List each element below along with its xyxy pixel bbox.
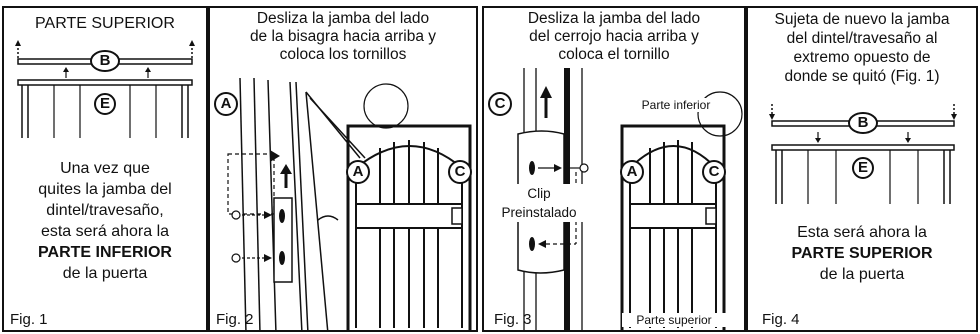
label-b: B [857,114,869,131]
panel-fig-4: Sujeta de nuevo la jamba del dintel/trav… [746,6,978,332]
title-line-1: Desliza la jamba del lado [256,10,430,27]
label-c: C [494,95,506,112]
body-line-2: quites la jamba del [38,181,172,198]
panel-fig-3: Desliza la jamba del lado del cerrojo ha… [482,6,746,332]
panel-3-title: Desliza la jamba del lado del cerrojo ha… [484,10,744,64]
label-a-door: A [352,163,364,180]
label-b: B [99,52,111,69]
fig-label-1: Fig. 1 [10,311,48,328]
fig-label-4: Fig. 4 [762,311,800,328]
panel-2-title: Desliza la jamba del lado de la bisagra … [210,10,476,64]
panel-4-body: Esta será ahora la PARTE SUPERIOR de la … [748,222,976,285]
label-c-door: C [708,163,720,180]
label-c-door: C [454,163,466,180]
title-line-3: extremo opuesto de [793,49,931,66]
label-a: A [220,95,232,112]
label-e: E [99,95,110,112]
panel-fig-2: Desliza la jamba del lado de la bisagra … [208,6,478,332]
header-rail-diagram [15,40,195,138]
body-line-4: esta será ahora la [40,223,170,240]
parte-inferior-label: Parte inferior [628,98,724,112]
parte-superior-label: Parte superior [622,313,726,327]
panel-fig-1: PARTE SUPERIOR [2,6,208,332]
clip-label: Clip Preinstalado [484,184,594,222]
label-e: E [857,159,868,176]
body-end: de la puerta [819,266,905,283]
hinge-jamb-diagram [214,77,472,330]
header-rail-diagram [769,104,957,204]
title-line-3: coloca los tornillos [279,46,407,63]
title-line-4: donde se quitó (Fig. 1) [784,68,940,85]
body-end: de la puerta [62,265,148,282]
body-bold: PARTE SUPERIOR [791,245,933,262]
body-line-3: dintel/travesaño, [46,202,164,219]
label-a-door: A [626,163,638,180]
title-line-2: de la bisagra hacia arriba y [249,28,437,45]
fig-label-3: Fig. 3 [494,311,532,328]
panel-1-body: Una vez que quites la jamba del dintel/t… [4,158,206,284]
title-line-1: Desliza la jamba del lado [527,10,701,27]
body-line-1: Una vez que [60,160,150,177]
body-bold: PARTE INFERIOR [38,244,172,261]
panel-1-title: PARTE SUPERIOR [35,15,175,32]
body-line-1: Esta será ahora la [797,224,927,241]
panel-4-title: Sujeta de nuevo la jamba del dintel/trav… [748,10,976,86]
title-line-2: del dintel/travesaño al [786,30,938,47]
fig-label-2: Fig. 2 [216,311,254,328]
title-line-2: del cerrojo hacia arriba y [529,28,699,45]
clip-line-2: Preinstalado [501,205,577,220]
clip-line-1: Clip [527,186,551,201]
title-line-3: coloca el tornillo [558,46,670,63]
title-line-1: Sujeta de nuevo la jamba [774,11,950,28]
